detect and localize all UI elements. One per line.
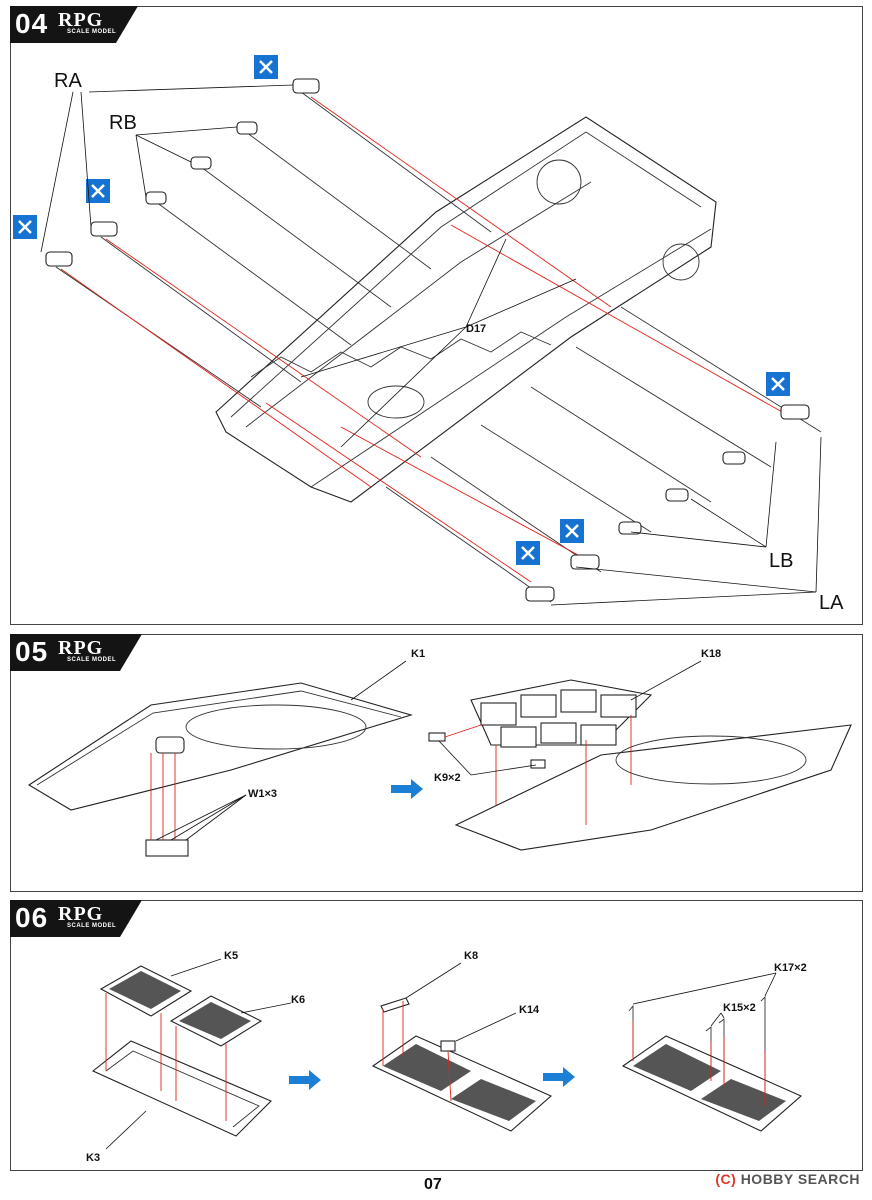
step-number: 05 xyxy=(15,636,49,667)
label-k9: K9×2 xyxy=(434,772,461,784)
step-04-tab: 04 RPG SCALE MODEL xyxy=(10,6,138,43)
frame-k3 xyxy=(91,1040,272,1137)
label-k5: K5 xyxy=(224,950,238,962)
hull-deck-assembled xyxy=(454,679,852,851)
label-la: LA xyxy=(819,592,844,614)
step-number: 06 xyxy=(15,902,49,933)
step-number: 04 xyxy=(15,8,49,39)
step-05-diagram: K1 W1×3 xyxy=(27,648,852,857)
grille-k5 xyxy=(99,965,193,1017)
right-arrow-icon xyxy=(543,1067,575,1087)
step-05-panel: 05 RPG SCALE MODEL K1 W1×3 xyxy=(10,634,863,892)
leader-lines xyxy=(438,660,702,776)
hull-body xyxy=(215,116,717,503)
assembly-guides xyxy=(382,1001,452,1102)
assembly-guides xyxy=(105,993,227,1121)
label-k1: K1 xyxy=(411,648,425,660)
leader-lines xyxy=(405,962,517,1042)
step-06-tab: 06 RPG SCALE MODEL xyxy=(10,900,142,937)
step-06-panel: 06 RPG SCALE MODEL K5 K6 K3 xyxy=(10,900,863,1171)
leader-lines xyxy=(105,958,292,1150)
leader-lines xyxy=(632,972,777,1027)
right-arrow-icon xyxy=(289,1070,321,1090)
assembly-guides xyxy=(632,1021,766,1106)
leader-lines xyxy=(155,660,407,841)
label-rb: RB xyxy=(109,112,137,134)
torsion-bars xyxy=(55,91,822,603)
step-06-diagram: K5 K6 K3 K8 K14 xyxy=(86,950,807,1164)
assembly-guides xyxy=(444,715,632,825)
watermark: (C) HOBBY SEARCH xyxy=(715,1171,860,1187)
label-k17: K17×2 xyxy=(774,962,807,974)
nipper-cut-icon xyxy=(13,55,790,565)
brand-logo: RPG xyxy=(58,637,104,659)
intake-assembly-mid xyxy=(371,997,553,1132)
label-k6: K6 xyxy=(291,994,305,1006)
label-lb: LB xyxy=(769,550,793,572)
label-k3: K3 xyxy=(86,1152,100,1164)
label-k18: K18 xyxy=(701,648,721,660)
right-arrow-icon xyxy=(391,779,423,799)
brand-logo: RPG xyxy=(58,903,104,925)
label-k14: K14 xyxy=(519,1004,540,1016)
grille-k6 xyxy=(169,995,263,1047)
assembly-guides xyxy=(150,753,176,840)
watermark-text: HOBBY SEARCH xyxy=(740,1171,860,1187)
label-ra: RA xyxy=(54,70,82,92)
intake-assembly-right xyxy=(621,1035,803,1132)
label-k15: K15×2 xyxy=(723,1002,756,1014)
hull-deck-k1 xyxy=(27,682,413,811)
w1-parts xyxy=(145,839,189,857)
step-04-panel: 04 RPG SCALE MODEL xyxy=(10,6,863,625)
page-number: 07 xyxy=(424,1176,442,1193)
brand-logo: RPG xyxy=(58,9,104,31)
k9-parts xyxy=(428,732,546,769)
brand-subtitle: SCALE MODEL xyxy=(67,29,117,35)
step-05-tab: 05 RPG SCALE MODEL xyxy=(10,634,142,671)
assembly-guides xyxy=(60,96,792,583)
leader-lines xyxy=(40,84,822,606)
step-04-diagram: RA RB D17 LB LA xyxy=(13,55,844,614)
brand-subtitle: SCALE MODEL xyxy=(67,657,117,663)
suspension-arms xyxy=(45,78,810,602)
label-d17: D17 xyxy=(466,323,486,335)
label-w1: W1×3 xyxy=(248,788,277,800)
watermark-logo: (C) xyxy=(715,1171,737,1187)
label-k8: K8 xyxy=(464,950,478,962)
brand-subtitle: SCALE MODEL xyxy=(67,923,117,929)
